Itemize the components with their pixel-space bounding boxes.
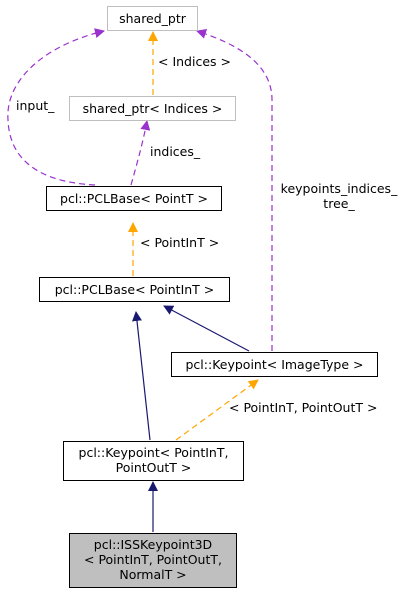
text-line: pcl::ISSKeypoint3D xyxy=(94,537,212,552)
text-line: < PointInT > xyxy=(140,235,219,250)
edge-label-indices-template: < Indices > xyxy=(158,54,231,69)
edge-imagetype-to-pclbase xyxy=(163,305,250,352)
node-pclbase-pointint-label: pcl::PCLBase< PointInT > xyxy=(55,282,215,297)
node-shared-ptr[interactable]: shared_ptr xyxy=(107,6,198,31)
node-keypoint-pointint-pointout[interactable]: pcl::Keypoint< PointInT,PointOutT > xyxy=(63,441,244,481)
text-line: shared_ptr xyxy=(119,11,187,26)
node-shared-ptr-indices[interactable]: shared_ptr< Indices > xyxy=(69,96,236,121)
node-pclbase-pointt-label: pcl::PCLBase< PointT > xyxy=(60,191,208,206)
edge-label-pointint-pointout-template: < PointInT, PointOutT > xyxy=(229,400,377,415)
text-line: shared_ptr< Indices > xyxy=(83,101,223,116)
text-line: pcl::Keypoint< PointInT, xyxy=(79,445,229,460)
node-keypoint-pointint-pointout-label: pcl::Keypoint< PointInT,PointOutT > xyxy=(79,445,229,475)
text-line: indices_ xyxy=(150,144,201,159)
node-shared-ptr-label: shared_ptr xyxy=(119,11,187,26)
edge-label-pointint-template: < PointInT > xyxy=(140,235,219,250)
text-line: pcl::Keypoint< ImageType > xyxy=(186,357,364,372)
edge-label-indices: indices_ xyxy=(150,144,201,159)
edge-labels: < Indices > input_ indices_ keypoints_in… xyxy=(16,54,398,415)
edge-label-input: input_ xyxy=(16,98,55,113)
text-line: tree_ xyxy=(323,196,355,211)
edge-indices-usage xyxy=(130,120,151,186)
text-line: < PointInT, PointOutT > xyxy=(229,400,377,415)
text-line: pcl::PCLBase< PointInT > xyxy=(55,282,215,297)
text-line: NormalT > xyxy=(119,567,186,582)
diagram-edges xyxy=(7,28,273,532)
node-iss-keypoint3d-label: pcl::ISSKeypoint3D< PointInT, PointOutT,… xyxy=(84,537,222,582)
node-pclbase-pointt[interactable]: pcl::PCLBase< PointT > xyxy=(46,186,222,211)
edge-keypoint-to-pclbase xyxy=(132,311,151,441)
text-line: pcl::PCLBase< PointT > xyxy=(60,191,208,206)
edge-keypoints-usage xyxy=(196,29,273,351)
edge-label-keypoints: keypoints_indices_tree_ xyxy=(281,181,398,211)
text-line: PointOutT > xyxy=(116,460,192,475)
text-line: < Indices > xyxy=(158,54,231,69)
text-line: input_ xyxy=(16,98,55,113)
node-shared-ptr-indices-label: shared_ptr< Indices > xyxy=(83,101,223,116)
node-iss-keypoint3d[interactable]: pcl::ISSKeypoint3D< PointInT, PointOutT,… xyxy=(69,533,237,588)
edge-pointint-pointout-template xyxy=(175,379,259,441)
text-line: < PointInT, PointOutT, xyxy=(84,552,222,567)
text-line: keypoints_indices_ xyxy=(281,181,398,196)
node-keypoint-imagetype[interactable]: pcl::Keypoint< ImageType > xyxy=(171,352,378,377)
node-keypoint-imagetype-label: pcl::Keypoint< ImageType > xyxy=(186,357,364,372)
node-pclbase-pointint[interactable]: pcl::PCLBase< PointInT > xyxy=(39,277,230,302)
edge-input-usage xyxy=(7,28,105,186)
diagram-nodes: shared_ptr shared_ptr< Indices > pcl::PC… xyxy=(39,6,378,588)
